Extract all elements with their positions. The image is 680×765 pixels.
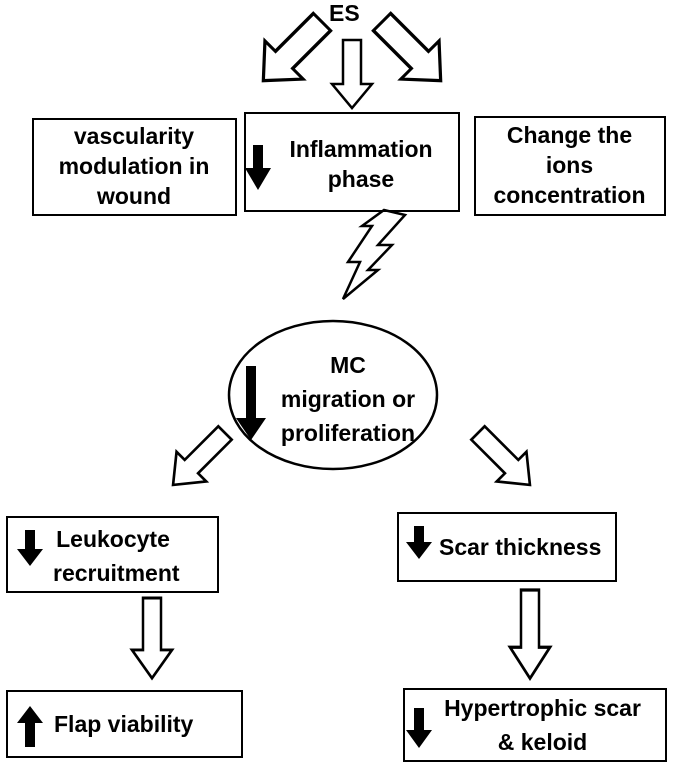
- mc-line-2: migration or: [280, 386, 416, 412]
- scar-thickness-box: Scar thickness: [397, 512, 617, 582]
- hollow-arrow-icon: [361, 1, 462, 102]
- hollow-arrow-icon: [156, 416, 242, 502]
- mc-line-1: MC: [330, 352, 366, 378]
- lightning-bolt-icon: [341, 208, 408, 300]
- solid-up-arrow-icon: [17, 706, 43, 747]
- mc-ellipse: [227, 319, 439, 471]
- solid-down-arrow-icon: [406, 708, 432, 748]
- solid-down-arrow-icon: [17, 530, 43, 566]
- vascularity-line-1: vascularity: [73, 123, 195, 149]
- ions-line-2: ions: [545, 152, 594, 178]
- flap-viability-box: Flap viability: [6, 690, 243, 758]
- hypertrophic-line-2: & keloid: [497, 729, 588, 755]
- inflammation-box: Inflammation phase: [244, 112, 460, 212]
- ions-line-1: Change the: [506, 122, 633, 148]
- scar-thickness-label: Scar thickness: [439, 534, 602, 560]
- flap-viability-label: Flap viability: [54, 711, 194, 737]
- vascularity-line-3: wound: [96, 183, 172, 209]
- hypertrophic-scar-box: Hypertrophic scar & keloid: [403, 688, 667, 762]
- hollow-arrow-icon: [130, 596, 174, 680]
- inflammation-line-2: phase: [327, 166, 395, 192]
- solid-down-arrow-icon: [406, 526, 432, 559]
- hollow-arrow-icon: [461, 416, 547, 502]
- leukocyte-box: Leukocyte recruitment: [6, 516, 219, 593]
- solid-down-arrow-icon: [236, 366, 266, 440]
- hollow-arrow-icon: [242, 1, 343, 102]
- mc-line-3: proliferation: [280, 420, 416, 446]
- leukocyte-line-1: Leukocyte: [56, 526, 170, 552]
- ions-line-3: concentration: [493, 182, 646, 208]
- vascularity-box: vascularity modulation in wound: [32, 118, 237, 216]
- inflammation-line-1: Inflammation: [289, 136, 433, 162]
- ions-box: Change the ions concentration: [474, 116, 666, 216]
- hollow-arrow-icon: [508, 588, 552, 681]
- hollow-arrow-icon: [330, 38, 374, 110]
- leukocyte-line-2: recruitment: [53, 560, 180, 586]
- hypertrophic-line-1: Hypertrophic scar: [444, 695, 641, 721]
- vascularity-line-2: modulation in: [58, 153, 210, 179]
- solid-down-arrow-icon: [245, 145, 271, 190]
- root-label-es: ES: [329, 0, 360, 26]
